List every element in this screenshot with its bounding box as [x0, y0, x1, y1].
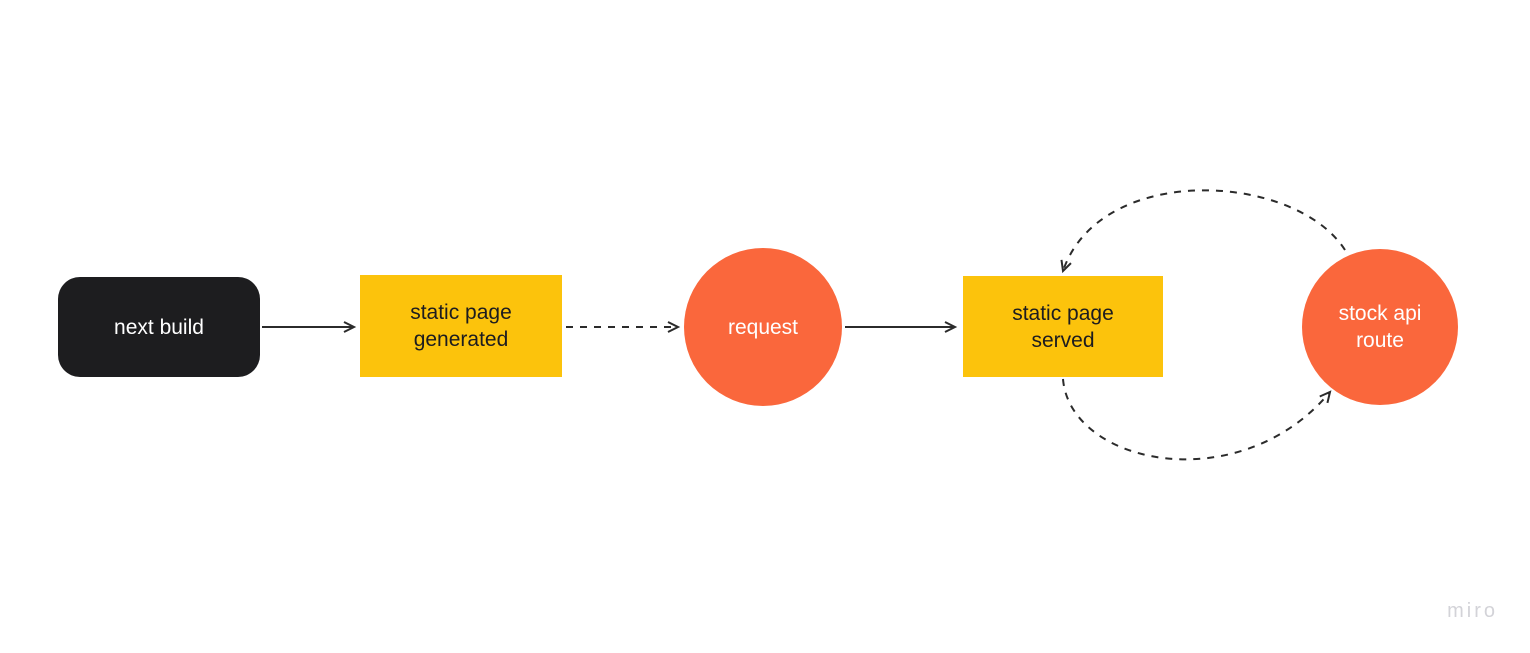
node-label: static page [1012, 301, 1114, 325]
node-stock-api-route[interactable]: stock api route [1302, 249, 1458, 405]
node-static-page-generated[interactable]: static page generated [360, 275, 562, 377]
node-label: next build [114, 315, 204, 339]
node-label: stock api [1338, 302, 1422, 325]
connector-static-page-served-to-stock-api-route[interactable] [1062, 378, 1332, 461]
connector-stock-api-route-to-static-page-served[interactable] [1060, 189, 1346, 274]
node-label: static page [410, 301, 512, 324]
node-static-page-served[interactable]: static page served [963, 276, 1163, 377]
node-label: generated [413, 328, 509, 351]
miro-watermark-logo: miro [1447, 600, 1498, 622]
node-next-build[interactable]: next build [58, 277, 260, 377]
node-label: request [727, 315, 799, 339]
node-label: served [1031, 328, 1095, 352]
node-label: route [1356, 329, 1404, 352]
node-request[interactable]: request [684, 248, 842, 406]
